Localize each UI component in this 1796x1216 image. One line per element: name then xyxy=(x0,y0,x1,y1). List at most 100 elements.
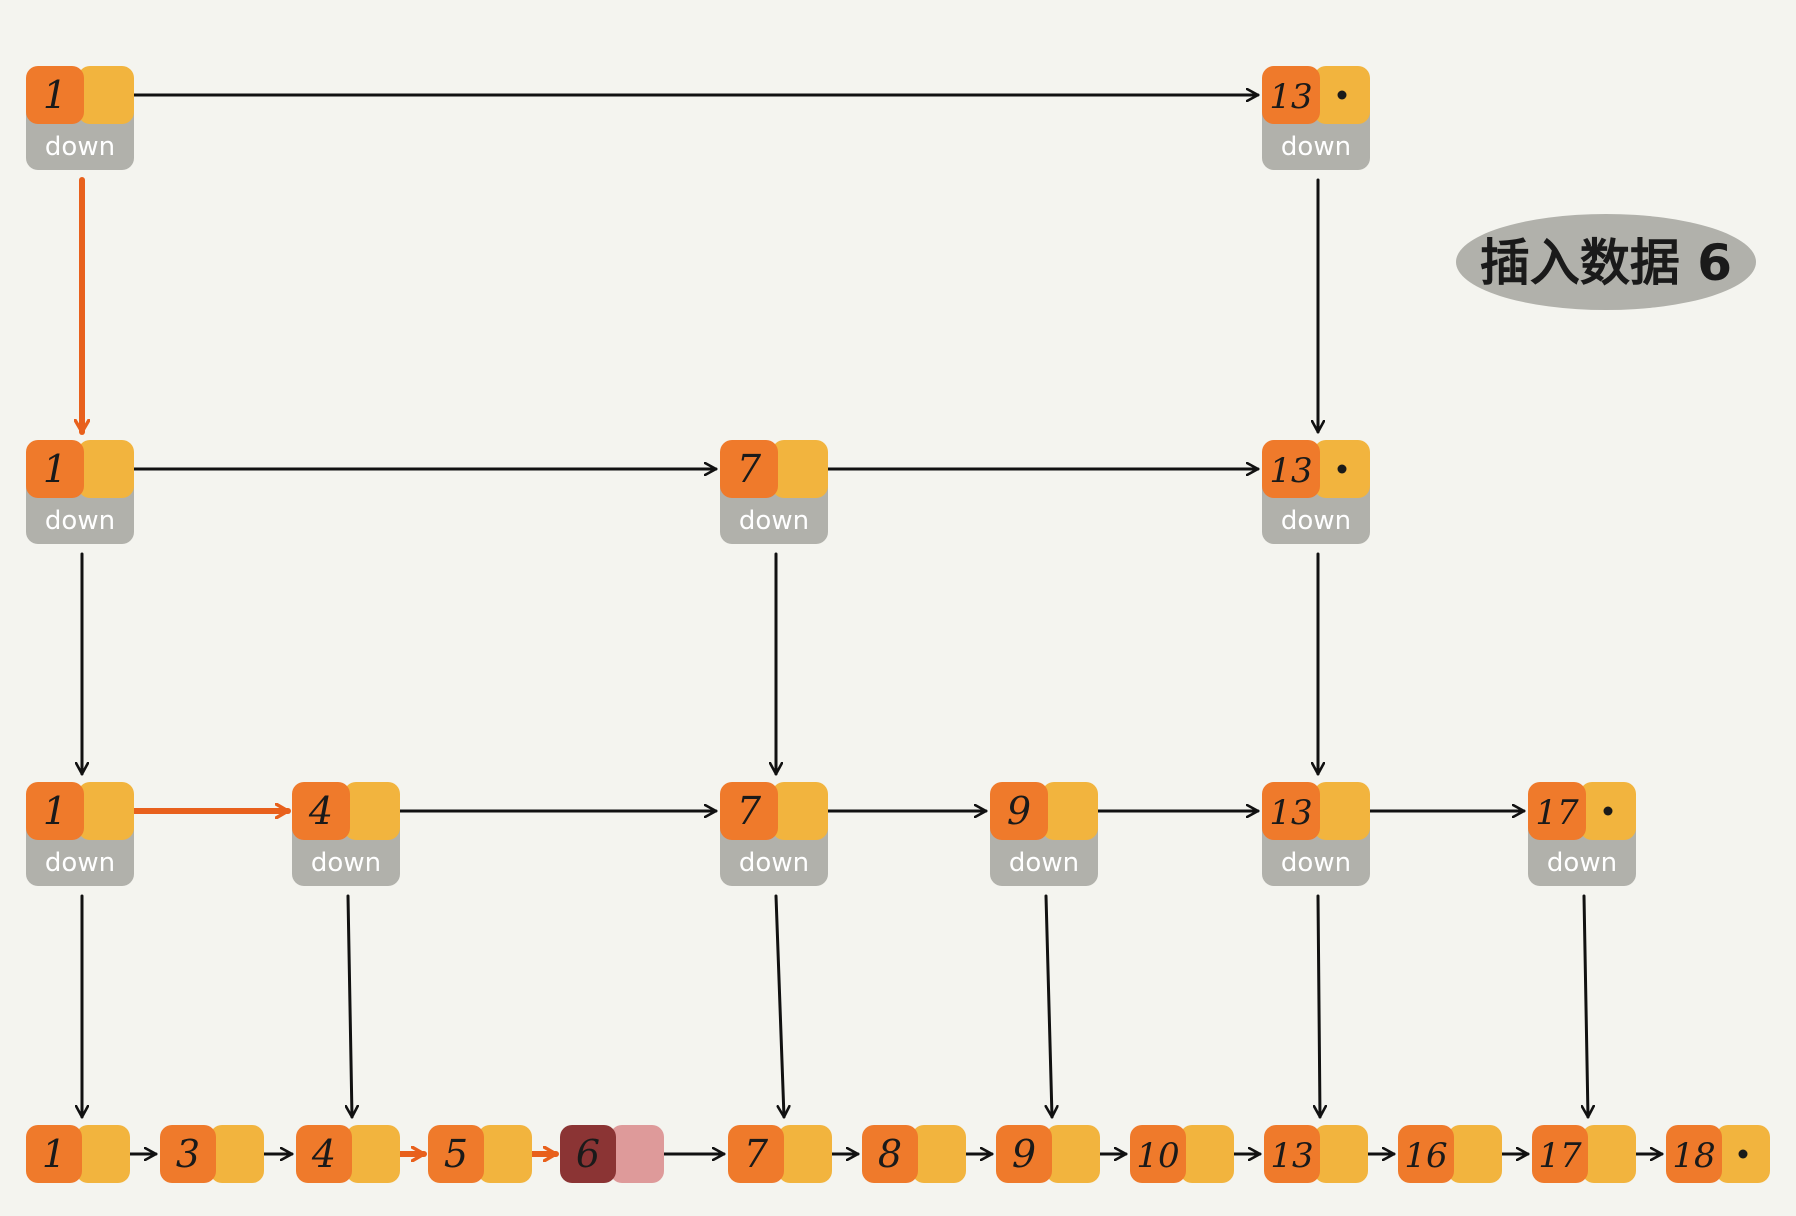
node-value: 7 xyxy=(737,447,762,491)
index-node-7-L2: down 7 xyxy=(720,782,828,886)
next-pointer-field xyxy=(1582,1125,1636,1183)
node-value: 13 xyxy=(1270,1136,1313,1176)
data-node-1-L3: 1 xyxy=(26,1125,130,1183)
next-pointer-field xyxy=(76,1125,130,1183)
value-field xyxy=(560,1125,616,1183)
value-field xyxy=(26,66,84,124)
node-value: 3 xyxy=(176,1132,200,1176)
data-node-4-L3: 4 xyxy=(296,1125,400,1183)
value-field xyxy=(26,440,84,498)
down-label: down xyxy=(45,848,115,878)
value-field xyxy=(292,782,350,840)
data-node-8-L3: 8 xyxy=(862,1125,966,1183)
down-label: down xyxy=(1281,132,1351,162)
annotation-badge: 插入数据 6 xyxy=(1456,214,1756,310)
data-node-13-L3: 13 xyxy=(1264,1125,1368,1183)
next-pointer-field xyxy=(78,66,134,124)
next-pointer-field xyxy=(210,1125,264,1183)
node-value: 1 xyxy=(42,1132,66,1176)
index-node-4-L2: down 4 xyxy=(292,782,400,886)
next-pointer-field xyxy=(1314,782,1370,840)
next-pointer-field xyxy=(1314,1125,1368,1183)
next-pointer-field xyxy=(778,1125,832,1183)
node-value: 4 xyxy=(311,1132,336,1176)
node-value: 4 xyxy=(308,789,333,833)
value-field xyxy=(1130,1125,1186,1183)
down-label: down xyxy=(45,506,115,536)
down-label: down xyxy=(45,132,115,162)
next-pointer-field xyxy=(912,1125,966,1183)
null-pointer-dot xyxy=(1603,806,1613,816)
index-node-9-L2: down 9 xyxy=(990,782,1098,886)
down-arrow xyxy=(1318,894,1320,1119)
value-field xyxy=(1528,782,1586,840)
index-node-17-L2: down 17 xyxy=(1528,782,1636,886)
next-pointer-field xyxy=(78,440,134,498)
annotation-badge-shape xyxy=(1456,214,1756,310)
null-pointer-dot xyxy=(1337,464,1347,474)
value-field xyxy=(720,782,778,840)
data-node-5-L3: 5 xyxy=(428,1125,532,1183)
down-arrow xyxy=(1584,894,1588,1119)
next-pointer-field xyxy=(346,1125,400,1183)
node-value: 13 xyxy=(1269,793,1312,833)
down-label: down xyxy=(1547,848,1617,878)
null-pointer-dot xyxy=(1738,1149,1748,1159)
data-node-9-L3: 9 xyxy=(996,1125,1100,1183)
node-value: 17 xyxy=(1538,1136,1582,1176)
down-label: down xyxy=(1009,848,1079,878)
down-arrow xyxy=(1044,894,1052,1119)
next-pointer-field xyxy=(344,782,400,840)
index-node-7-L1: down 7 xyxy=(720,440,828,544)
node-value: 1 xyxy=(43,789,67,833)
node-value: 17 xyxy=(1535,793,1579,833)
node-value: 1 xyxy=(43,447,67,491)
node-value: 9 xyxy=(1007,789,1031,833)
node-value: 7 xyxy=(744,1132,769,1176)
value-field xyxy=(990,782,1048,840)
value-field xyxy=(728,1125,784,1183)
data-node-18-L3: 18 xyxy=(1666,1125,1770,1183)
next-pointer-field xyxy=(610,1125,664,1183)
value-field xyxy=(1262,782,1320,840)
index-node-13-L2: down 13 xyxy=(1262,782,1370,886)
down-label: down xyxy=(1281,506,1351,536)
down-label: down xyxy=(739,848,809,878)
skip-list-nodes: down1down13down1down7down13down1down4dow… xyxy=(26,66,1770,1183)
down-label: down xyxy=(739,506,809,536)
data-node-10-L3: 10 xyxy=(1130,1125,1234,1183)
node-value: 16 xyxy=(1404,1136,1447,1176)
node-value: 6 xyxy=(576,1132,600,1176)
node-value: 13 xyxy=(1269,77,1312,117)
next-pointer-field xyxy=(772,440,828,498)
next-pointer-field xyxy=(478,1125,532,1183)
index-node-1-L2: down 1 xyxy=(26,782,134,886)
next-pointer-field xyxy=(1042,782,1098,840)
data-node-6-L3: 6 xyxy=(560,1125,664,1183)
data-node-16-L3: 16 xyxy=(1398,1125,1502,1183)
value-field xyxy=(862,1125,918,1183)
node-value: 18 xyxy=(1672,1136,1715,1176)
node-value: 5 xyxy=(444,1132,468,1176)
node-value: 7 xyxy=(737,789,762,833)
value-field xyxy=(1398,1125,1454,1183)
next-pointer-field xyxy=(772,782,828,840)
value-field xyxy=(996,1125,1052,1183)
next-pointer-field xyxy=(1448,1125,1502,1183)
index-node-13-L0: down 13 xyxy=(1262,66,1370,170)
down-label: down xyxy=(311,848,381,878)
value-field xyxy=(1262,66,1320,124)
data-node-7-L3: 7 xyxy=(728,1125,832,1183)
annotation-text: 插入数据 6 xyxy=(1480,234,1732,292)
index-node-1-L0: down 1 xyxy=(26,66,134,170)
down-label: down xyxy=(1281,848,1351,878)
node-value: 1 xyxy=(43,73,67,117)
null-pointer-dot xyxy=(1337,90,1347,100)
value-field xyxy=(720,440,778,498)
value-field xyxy=(296,1125,352,1183)
data-node-3-L3: 3 xyxy=(160,1125,264,1183)
data-node-17-L3: 17 xyxy=(1532,1125,1636,1183)
down-arrow xyxy=(774,894,784,1119)
